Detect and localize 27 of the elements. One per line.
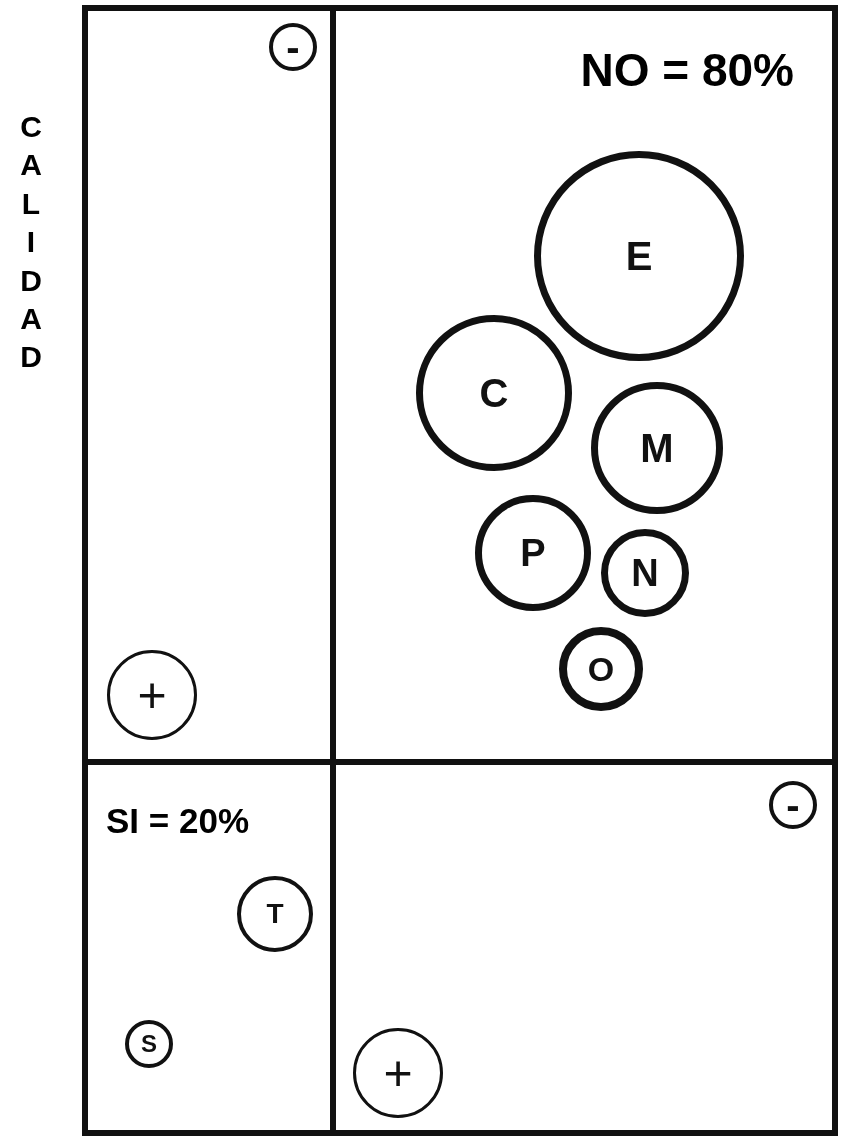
circle-label: S — [141, 1032, 157, 1056]
circle-label: E — [625, 236, 653, 276]
category-circle — [353, 1028, 443, 1118]
category-circle — [416, 315, 572, 471]
percentage-heading: NO = 80% — [580, 47, 794, 93]
percentage-heading: SI = 20% — [106, 803, 249, 838]
circle-label: C — [479, 373, 509, 413]
circle-label: N — [631, 554, 659, 592]
category-circle — [534, 151, 744, 361]
category-circle — [769, 781, 817, 829]
category-circle — [237, 876, 313, 952]
circle-label: M — [640, 428, 674, 468]
category-circle — [125, 1020, 173, 1068]
circle-label: O — [587, 652, 615, 686]
category-circle — [591, 382, 723, 514]
category-circle — [475, 495, 591, 611]
circle-label: P — [520, 534, 546, 572]
axis-label: CALIDAD — [19, 109, 43, 376]
category-circle — [559, 627, 643, 711]
category-circle — [107, 650, 197, 740]
plus-sign: + — [383, 1048, 413, 1098]
circle-label: T — [266, 900, 284, 928]
category-circle — [269, 23, 317, 71]
category-circle — [601, 529, 689, 617]
minus-sign: - — [286, 27, 300, 67]
minus-sign: - — [786, 785, 800, 825]
plus-sign: + — [137, 670, 167, 720]
